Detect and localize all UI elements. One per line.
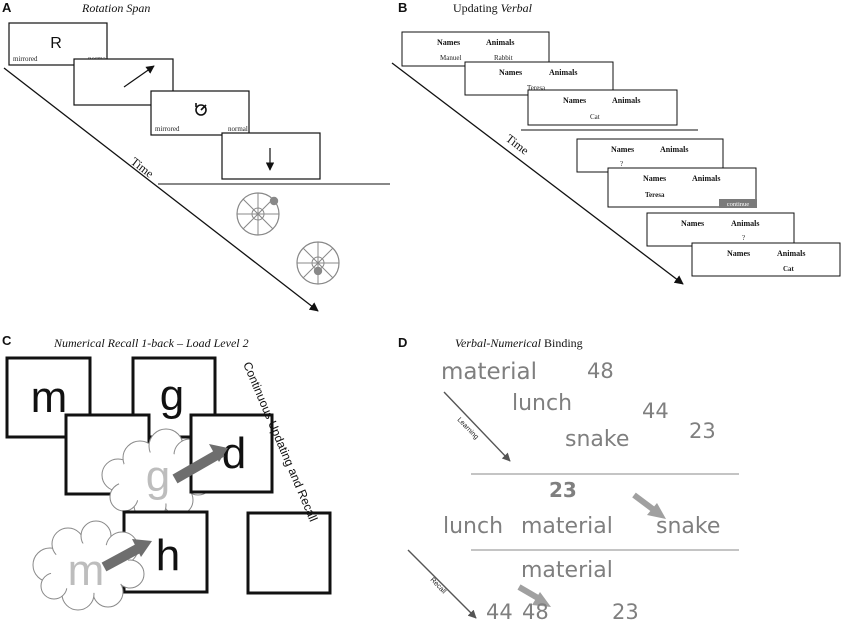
panel-a-response-wheel-1 [236,192,280,236]
panel-b-screen-7-animals: Animals [777,249,805,258]
panel-d-cue-word: material [521,558,613,583]
panel-a-time-arrow [3,67,319,312]
panel-b-entry-rabbit: Rabbit [494,54,513,62]
panel-b-screen-1-names: Names [437,38,460,47]
panel-b-title: Updating Verbal [453,1,533,15]
panel-a-mirrored-label-1: mirrored [13,55,38,63]
panel-d-word-lunch: lunch [443,514,503,539]
panel-b-screen-5-names: Names [643,174,666,183]
panel-a-letter: R [50,35,62,52]
panel-a-diagonal-arrow-icon [123,65,155,88]
panel-b-screen-4-names: Names [611,145,634,154]
panel-c-letter-h: h [156,531,180,580]
panel-d-cue-number: 23 [549,478,577,502]
panel-c-title: Numerical Recall 1-back – Load Level 2 [53,336,249,350]
panel-c-letter-d: d [222,429,246,478]
panel-b-continue-button[interactable] [719,199,757,208]
panel-c-letter-m: m [31,373,68,422]
panel-c-update-arrow-1 [172,447,225,484]
panel-d-binding-arrow-2-head [532,592,551,607]
panel-b: B Updating Verbal Time Names Animals Man… [391,0,841,285]
panel-b-screen-5-animals: Animals [692,174,720,183]
panel-d-learn-word-lunch: lunch [512,391,572,416]
panel-b-question-1: ? [620,160,623,168]
panel-a-response-wheel-2 [296,241,340,285]
panel-a-screen-letter [8,22,108,66]
panel-b-screen-6 [646,212,795,247]
panel-c-faded-letter-m: m [68,546,105,595]
panel-a-wheel-1-dot [269,196,279,206]
panel-d-learn-word-snake: snake [565,427,629,452]
panel-c: C Numerical Recall 1-back – Load Level 2… [2,333,332,611]
panel-c-update-arrow-2-head [132,539,152,557]
panel-d-binding-arrow-1-head [647,503,666,519]
panel-c-update-arrow-1-head [209,444,228,462]
panel-d-learn-number-23: 23 [689,419,716,443]
panel-a-mirrored-label-2: mirrored [155,125,180,133]
panel-a-rotated-letter-icon [195,103,207,116]
panel-b-screen-6-animals: Animals [731,219,759,228]
panel-a: A Rotation Span Time R mirrored normal m… [2,0,390,312]
panel-d-learn-word-material: material [441,359,537,385]
panel-b-label: B [398,0,407,15]
panel-d-learning-label: Learning [456,417,480,442]
panel-d-number-44: 44 [486,600,513,624]
panel-b-time-label: Time [503,131,531,157]
panel-b-screen-3 [527,89,678,126]
panel-d-word-material: material [521,514,613,539]
panel-d-number-23: 23 [612,600,639,624]
panel-d-title: Verbal-Numerical Binding [455,336,583,350]
panel-d-learn-number-44: 44 [642,399,669,423]
panel-b-screen-6-names: Names [681,219,704,228]
panel-b-screen-3-names: Names [563,96,586,105]
panel-a-screen-rotated [150,90,250,136]
panel-b-entry-teresa: Teresa [527,84,546,92]
panel-d-word-snake: snake [656,514,720,539]
panel-c-box-d [189,413,274,494]
panel-b-answer-cat: Cat [783,265,795,273]
panel-a-time-label: Time [128,154,156,180]
panel-a-title: Rotation Span [81,1,150,15]
panel-c-faded-letter-g: g [146,452,170,501]
panel-b-screen-4-animals: Animals [660,145,688,154]
panel-a-wheel-2-dot [313,266,323,276]
panel-b-screen-3-animals: Animals [612,96,640,105]
panel-c-box-empty-2 [246,511,332,595]
panel-b-continue-label: continue [727,201,749,208]
panel-a-normal-label-2: normal [228,125,248,133]
panel-d-learn-number-48: 48 [587,359,614,383]
panel-b-screen-1 [401,31,550,67]
panel-d-number-48: 48 [522,600,549,624]
panel-d-learning-arrow [443,391,511,462]
panel-a-label: A [2,0,12,15]
panel-c-letter-g: g [160,371,184,420]
panel-b-entry-cat: Cat [590,113,600,121]
panel-c-label: C [2,333,12,348]
panel-d: D Verbal-Numerical Binding material 48 l… [398,335,739,624]
panel-b-answer-teresa: Teresa [645,191,665,199]
panel-b-screen-2-names: Names [499,68,522,77]
panel-b-screen-4 [576,138,724,173]
panel-c-update-arrow-2 [101,542,144,572]
panel-b-screen-7 [691,242,841,277]
panel-b-question-2: ? [742,234,745,242]
panel-a-screen-down-arrow [221,132,321,180]
panel-d-recall-arrow [407,549,477,619]
panel-d-label: D [398,335,407,350]
panel-b-screen-1-animals: Animals [486,38,514,47]
panel-b-entry-manuel: Manuel [440,54,461,62]
panel-b-screen-2-animals: Animals [549,68,577,77]
panel-b-screen-7-names: Names [727,249,750,258]
panel-b-time-arrow [391,62,684,285]
